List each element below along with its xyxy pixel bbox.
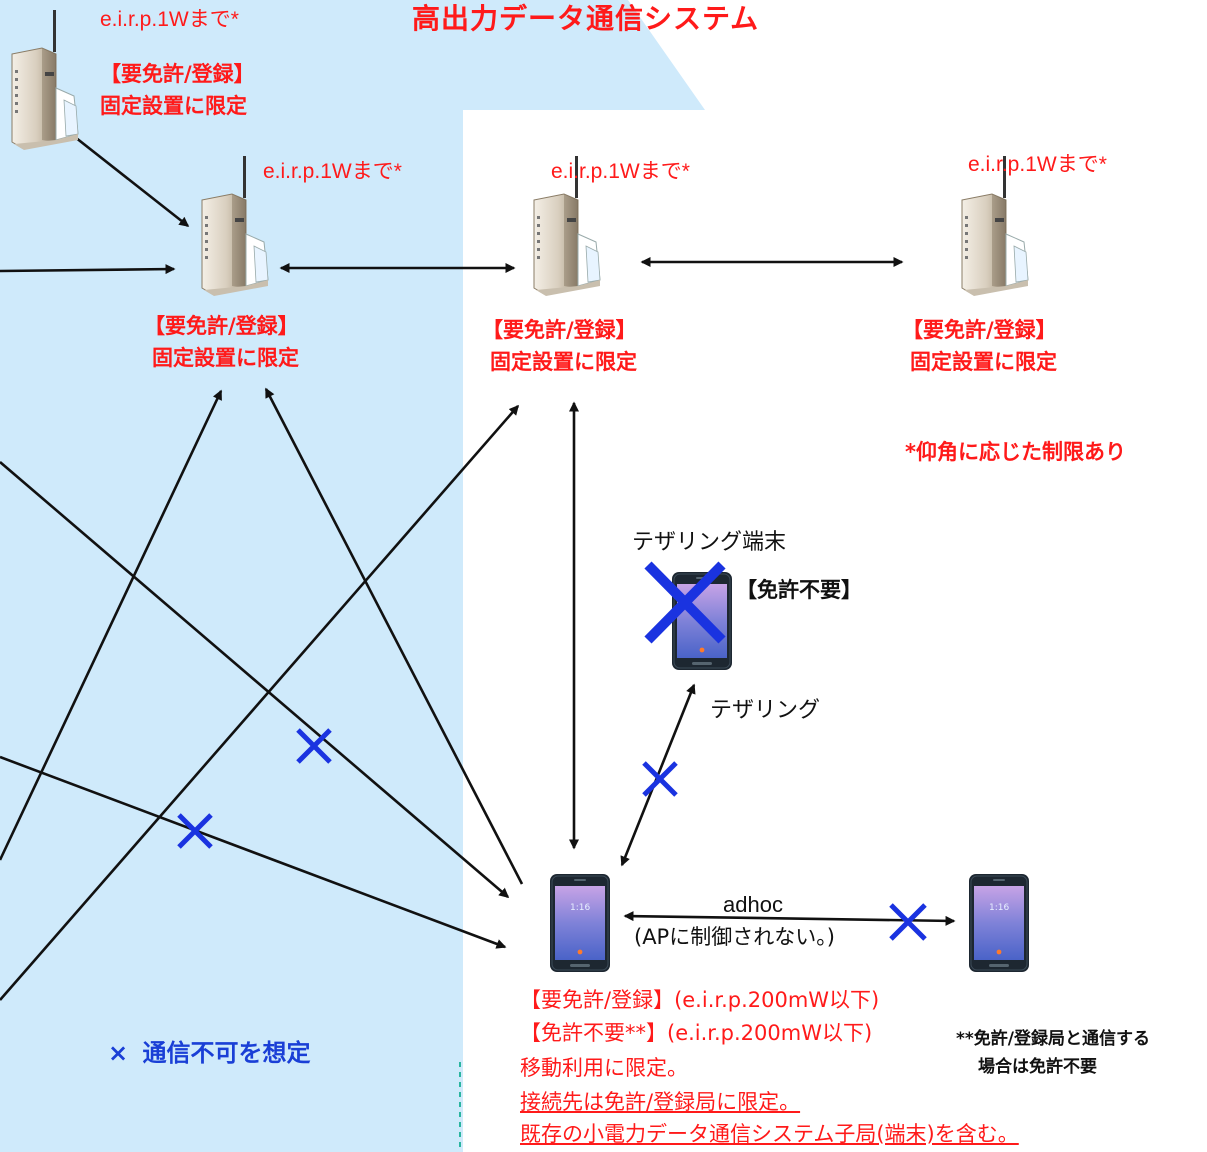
ap2-restriction: 固定設置に限定 xyxy=(152,346,299,370)
ap3-restriction: 固定設置に限定 xyxy=(490,350,637,374)
adhoc-sublabel: (APに制御されない。) xyxy=(634,925,835,949)
footnote-line1: **免許/登録局と通信する xyxy=(956,1029,1150,1049)
elevation-note: *仰角に応じた制限あり xyxy=(905,440,1126,464)
station-line4: 接続先は免許/登録局に限定。 xyxy=(520,1090,801,1114)
page-title: 高出力データ通信システム xyxy=(412,2,760,35)
ap4-license: 【要免許/登録】 xyxy=(902,318,1057,342)
cross-icon-2 xyxy=(177,813,213,849)
adhoc-label: adhoc xyxy=(723,892,783,917)
legend-text: 通信不可を想定 xyxy=(142,1039,311,1067)
smartphone-icon-peer xyxy=(968,873,1030,973)
ap4-restriction: 固定設置に限定 xyxy=(910,350,1057,374)
station-line3: 移動利用に限定。 xyxy=(520,1056,688,1080)
footnote-line2: 場合は免許不要 xyxy=(978,1057,1097,1077)
no-communication-marks xyxy=(177,561,927,941)
arrow-left-station-2 xyxy=(0,755,507,949)
legend: × 通信不可を想定 xyxy=(108,1039,311,1068)
station-line2: 【免許不要**】(e.i.r.p.200mW以下) xyxy=(520,1021,873,1045)
arrow-left-ap3-diag xyxy=(0,404,519,1001)
arrow-station-ap2 xyxy=(264,387,524,885)
ap4-eirp: e.i.r.p.1Wまで* xyxy=(968,153,1107,176)
ap3-eirp: e.i.r.p.1Wまで* xyxy=(551,160,690,183)
tethering-terminal-label: テザリング端末 xyxy=(632,530,787,555)
cross-icon-4 xyxy=(889,903,927,941)
cross-icon-tether xyxy=(644,561,726,644)
tethering-link-label: テザリング xyxy=(710,698,821,723)
tethering-license: 【免許不要】 xyxy=(736,578,862,602)
high-power-zone xyxy=(0,0,705,1152)
arrow-left-ap2 xyxy=(0,264,176,275)
ap3-license: 【要免許/登録】 xyxy=(482,318,637,342)
connection-arrows xyxy=(0,128,956,1001)
smartphone-icon-station xyxy=(549,873,611,973)
ap2-eirp: e.i.r.p.1Wまで* xyxy=(263,160,402,183)
phone-screen-labels: 1:16 1:16 xyxy=(570,903,1009,913)
station-line1: 【要免許/登録】(e.i.r.p.200mW以下) xyxy=(520,988,880,1012)
cross-icon-1 xyxy=(296,728,332,764)
ap1-license: 【要免許/登録】 xyxy=(100,62,255,86)
peer-phone-time: 1:16 xyxy=(989,903,1009,913)
legend-cross-icon: × xyxy=(108,1039,129,1067)
ap1-restriction: 固定設置に限定 xyxy=(100,94,247,118)
cross-icon-3 xyxy=(642,761,678,797)
station-line5: 既存の小電力データ通信システム子局(端末)を含む。 xyxy=(520,1122,1019,1146)
arrow-left-ap2-diag xyxy=(0,389,223,861)
arrow-left-station-1 xyxy=(0,461,510,898)
arrow-station-peer xyxy=(623,911,956,926)
arrow-ap1-ap2 xyxy=(64,128,190,228)
station-phone-time: 1:16 xyxy=(570,903,590,913)
ap1-eirp: e.i.r.p.1Wまで* xyxy=(100,8,239,31)
ap2-license: 【要免許/登録】 xyxy=(144,314,299,338)
